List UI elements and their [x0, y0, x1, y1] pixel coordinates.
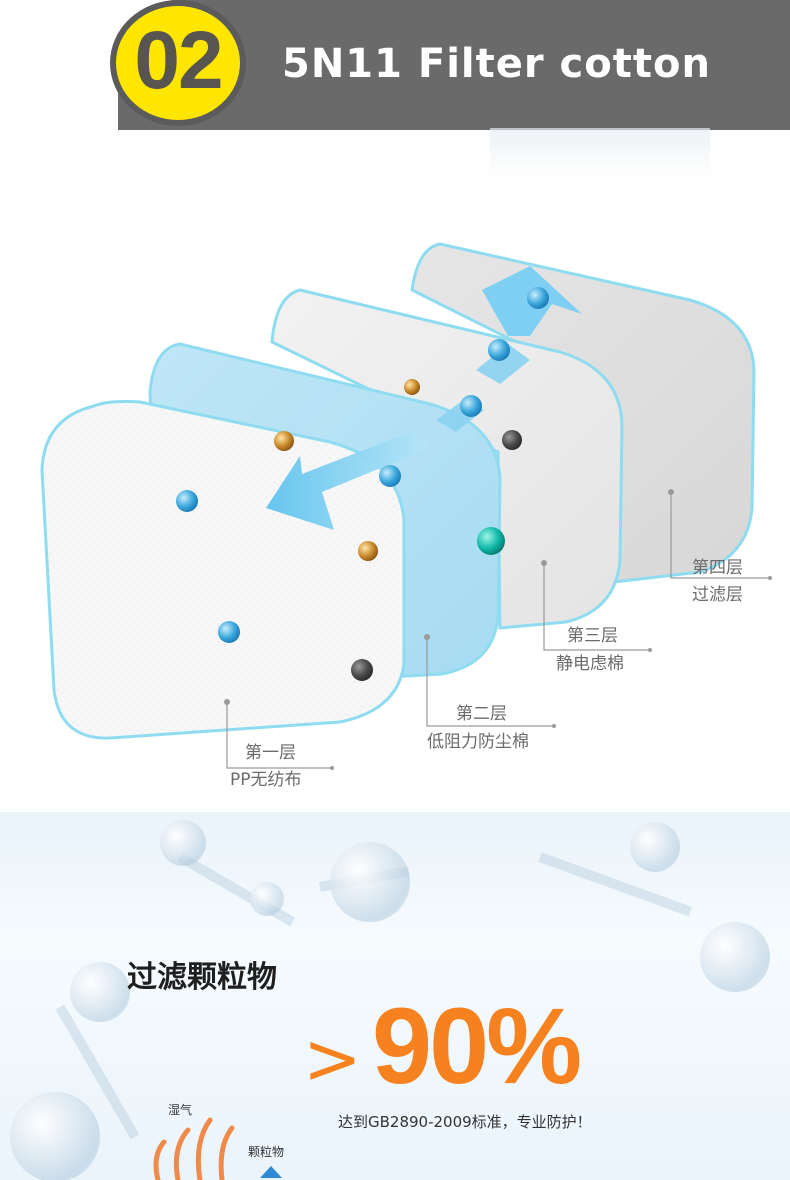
layer-3-material: 静电虑棉	[556, 654, 624, 674]
oxygen-molecule-icon	[176, 287, 549, 643]
leader-lines	[226, 492, 770, 769]
layer-1-material: PP无纺布	[230, 770, 302, 790]
airflow-arrow-mid-2	[476, 344, 530, 384]
layer-2-number: 第二层	[456, 704, 507, 724]
section-title: 5N11 Filter cotton	[282, 41, 711, 87]
moisture-arrows-icon	[153, 1117, 235, 1180]
layer-2-material: 低阻力防尘棉	[427, 732, 529, 752]
moisture-label: 湿气	[168, 1103, 193, 1117]
filtration-percentage: 90%	[372, 985, 582, 1106]
greater-than-symbol: >	[303, 1018, 362, 1100]
layer-4-panel	[410, 242, 756, 584]
gold-particle-icon	[274, 379, 420, 561]
gray-particle-icon	[351, 430, 522, 681]
layer-4-number: 第四层	[692, 558, 743, 578]
section-number: 02	[134, 15, 223, 106]
section-number-badge: 02	[110, 0, 246, 126]
layer-3-number: 第三层	[567, 626, 618, 646]
particle-label: 颗粒物	[248, 1145, 285, 1159]
filtration-title: 过滤颗粒物	[127, 960, 277, 995]
particle-arrow-icon	[260, 1166, 282, 1178]
layer-1-panel	[40, 400, 406, 740]
airflow-arrow	[266, 432, 430, 530]
banner-shadow	[490, 128, 710, 178]
filter-layers-diagram	[40, 242, 772, 770]
layer-1-number: 第一层	[245, 743, 296, 763]
layer-4-material: 过滤层	[692, 585, 743, 605]
teal-particle-icon	[477, 527, 505, 555]
filtration-section: 过滤颗粒物 > 90% 达到GB2890-2009标准，专业防护！ 湿气 颗粒物	[0, 812, 790, 1180]
layer-3-panel	[270, 288, 624, 630]
standard-note: 达到GB2890-2009标准，专业防护！	[338, 1113, 592, 1131]
